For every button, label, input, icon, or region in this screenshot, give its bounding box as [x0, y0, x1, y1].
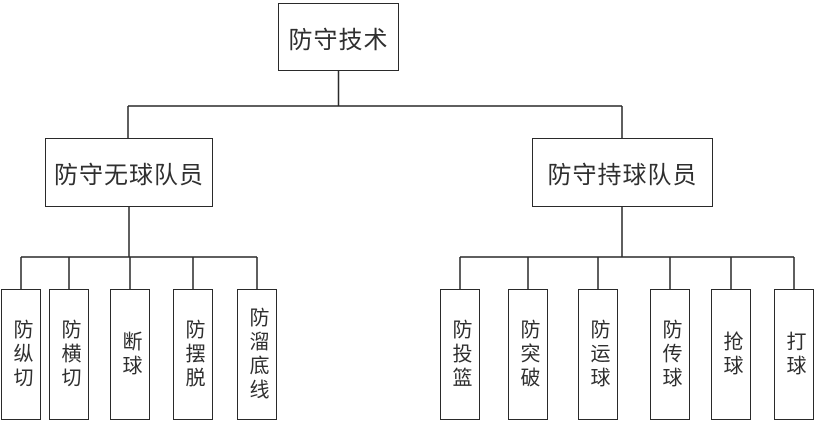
node-slap-ball-label: 打球: [783, 330, 805, 379]
node-prevent-dribble-label: 防运球: [587, 318, 609, 391]
node-defend-off-ball-player: 防守无球队员: [45, 138, 213, 207]
node-prevent-shot: 防投篮: [440, 289, 480, 420]
node-defense-techniques-label: 防守技术: [288, 26, 389, 54]
node-prevent-baseline-slip-label: 防溜底线: [246, 306, 268, 403]
node-defend-off-ball-player-label: 防守无球队员: [54, 162, 204, 189]
node-defend-ball-handler-label: 防守持球队员: [547, 162, 698, 189]
node-grab-ball: 抢球: [711, 289, 751, 420]
node-prevent-dribble: 防运球: [578, 289, 618, 420]
node-prevent-drive: 防突破: [508, 289, 548, 420]
node-prevent-drive-label: 防突破: [517, 318, 539, 391]
node-prevent-pass-label: 防传球: [659, 318, 681, 391]
node-prevent-baseline-slip: 防溜底线: [237, 289, 277, 420]
node-steal-ball: 断球: [110, 289, 150, 420]
node-prevent-vertical-cut: 防纵切: [1, 289, 41, 420]
node-prevent-vertical-cut-label: 防纵切: [10, 318, 32, 391]
node-steal-ball-label: 断球: [119, 330, 141, 379]
node-defense-techniques: 防守技术: [278, 3, 399, 71]
node-prevent-horizontal-cut: 防横切: [49, 289, 89, 420]
node-prevent-pass: 防传球: [650, 289, 690, 420]
node-prevent-getting-free: 防摆脱: [173, 289, 213, 420]
node-prevent-shot-label: 防投篮: [449, 318, 471, 391]
node-prevent-horizontal-cut-label: 防横切: [58, 318, 80, 391]
node-slap-ball: 打球: [774, 289, 814, 420]
node-grab-ball-label: 抢球: [720, 330, 742, 379]
node-defend-ball-handler: 防守持球队员: [532, 138, 713, 207]
node-prevent-getting-free-label: 防摆脱: [182, 318, 204, 391]
